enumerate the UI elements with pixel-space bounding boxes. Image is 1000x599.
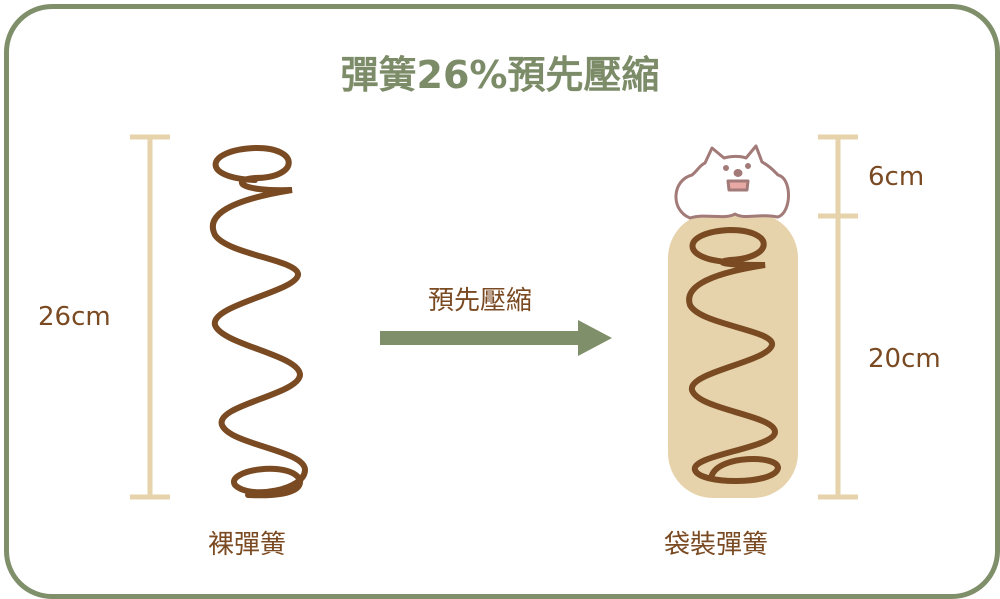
diagram-title: 彈簧26%預先壓縮 <box>340 53 660 97</box>
pocket-fabric <box>668 213 798 498</box>
compress-arrow <box>380 320 612 356</box>
bare-height-label: 26cm <box>38 302 111 332</box>
pocketed-spring <box>686 226 782 484</box>
right-height-ruler <box>818 134 858 500</box>
left-height-ruler <box>130 134 170 500</box>
bare-spring-caption: 裸彈簧 <box>208 530 287 560</box>
pocketed-height-label: 20cm <box>868 344 941 374</box>
compression-label: 6cm <box>868 162 925 192</box>
diagram-frame <box>4 4 1000 599</box>
pocketed-spring-caption: 袋裝彈簧 <box>664 530 769 560</box>
bare-spring <box>210 144 309 499</box>
arrow-label: 預先壓縮 <box>428 286 533 316</box>
cat-icon <box>674 144 790 220</box>
